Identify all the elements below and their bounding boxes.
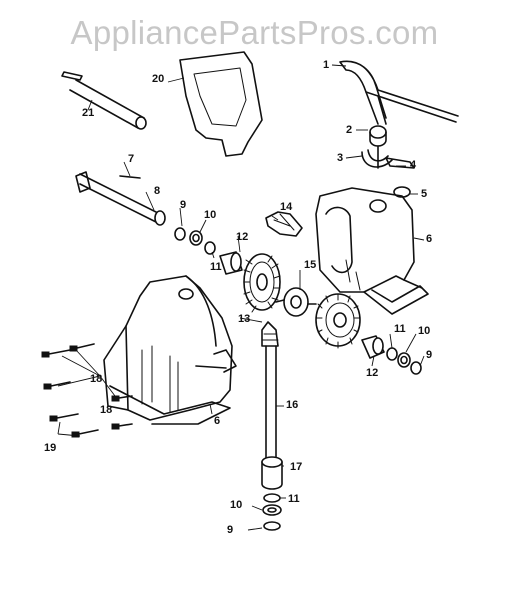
part-10-ring-bottom <box>262 504 282 516</box>
callout-12: 12 <box>236 231 249 243</box>
part-9-washer-left <box>174 227 186 241</box>
callout-4: 4 <box>410 159 417 171</box>
part-8-shaft <box>75 171 166 226</box>
callout-18-lower: 18 <box>100 404 113 416</box>
part-9-washer-right <box>410 361 422 375</box>
part-16-vertical-shaft <box>261 321 279 461</box>
part-21-roller <box>61 71 147 130</box>
part-7-pin <box>119 175 141 179</box>
part-13-bevel-gear <box>243 253 281 313</box>
callout-5: 5 <box>421 188 428 200</box>
part-3-shift-fork <box>361 145 393 169</box>
callout-11-right: 11 <box>394 323 406 335</box>
callout-21: 21 <box>82 107 95 119</box>
part-1-lever-rod <box>339 60 459 125</box>
callout-16: 16 <box>286 399 299 411</box>
part-18-bolt <box>111 395 133 402</box>
part-20-plate <box>179 51 263 157</box>
part-19-bolt <box>111 423 133 430</box>
callout-18: 18 <box>90 373 103 385</box>
callout-12-right: 12 <box>366 367 379 379</box>
part-6-housing-left <box>103 275 237 425</box>
part-9-washer-bottom <box>263 521 281 531</box>
callout-20: 20 <box>152 73 165 85</box>
callout-11-bottom: 11 <box>288 493 300 505</box>
callout-17: 17 <box>290 461 303 473</box>
callout-15: 15 <box>304 259 317 271</box>
callout-10-right: 10 <box>418 325 431 337</box>
part-12-bushing-right <box>361 335 385 359</box>
part-19-bolt <box>49 413 79 422</box>
callout-11: 11 <box>210 261 222 273</box>
callout-3: 3 <box>337 152 344 164</box>
callout-8: 8 <box>154 185 161 197</box>
part-11-washer-left <box>204 241 216 255</box>
part-18-bolt <box>43 381 71 390</box>
part-2-collar <box>369 125 387 147</box>
part-11-washer-bottom <box>263 493 281 503</box>
watermark-text: AppliancePartsPros.com <box>70 14 439 51</box>
callout-7: 7 <box>128 153 135 165</box>
callout-9-right: 9 <box>426 349 433 361</box>
part-13-spur-gear <box>315 293 361 349</box>
part-4-bracket <box>385 157 415 169</box>
callout-10: 10 <box>204 209 217 221</box>
part-19-bolt <box>71 429 99 438</box>
callout-9-bottom: 9 <box>227 524 234 536</box>
part-18-bolt <box>41 349 71 358</box>
part-11-washer-right <box>386 347 398 361</box>
part-15-dog-collar <box>275 287 317 317</box>
callout-1: 1 <box>323 59 330 71</box>
callout-9: 9 <box>180 199 187 211</box>
callout-19: 19 <box>44 442 57 454</box>
part-12-bushing-left <box>219 251 243 275</box>
part-8-housing-right <box>315 187 429 315</box>
callout-10-bottom: 10 <box>230 499 243 511</box>
callout-14: 14 <box>280 201 293 213</box>
part-10-ring-left <box>189 230 203 246</box>
callout-2: 2 <box>346 124 353 136</box>
leader-lines <box>57 64 425 531</box>
callout-13: 13 <box>238 313 251 325</box>
part-17-bushing <box>261 456 283 490</box>
callout-6-right-housing: 6 <box>426 233 433 245</box>
part-10-ring-right <box>397 352 411 368</box>
part-14-clip <box>265 211 303 237</box>
part-18-bolt <box>69 343 95 352</box>
callout-6-left-housing: 6 <box>214 415 221 427</box>
